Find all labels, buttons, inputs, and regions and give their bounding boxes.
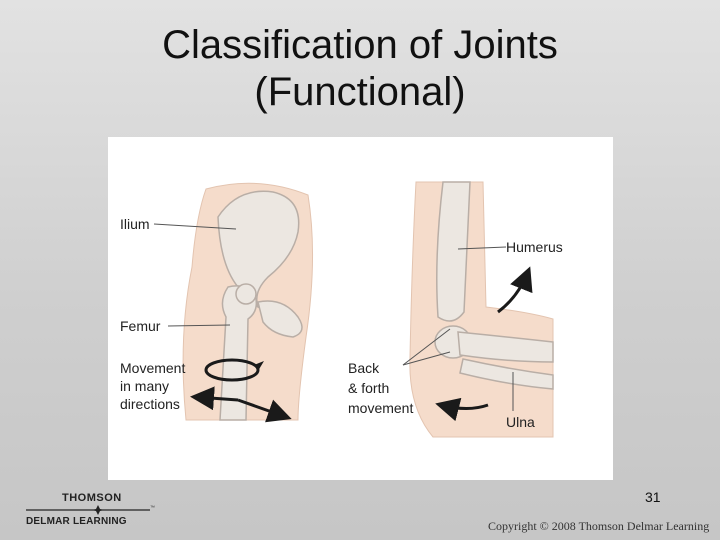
label-ilium: Ilium [120, 216, 150, 232]
radius-bone [459, 358, 554, 390]
title-line-1: Classification of Joints [162, 23, 558, 67]
page-number: 31 [645, 489, 661, 505]
label-back-3: movement [348, 400, 413, 416]
forward-arrow [497, 266, 533, 314]
humerus-bone [436, 181, 471, 322]
backward-arrow [435, 397, 489, 422]
rotation-arrowhead [254, 361, 264, 371]
label-movement-3: directions [120, 396, 180, 412]
label-movement-1: Movement [120, 360, 185, 376]
multi-direction-arrow-right [237, 398, 292, 423]
back-forth-pointer-1 [402, 328, 451, 366]
back-forth-pointer-2 [402, 351, 451, 366]
arm-skin-panel [409, 181, 554, 438]
label-movement-2: in many [120, 378, 169, 394]
label-humerus: Humerus [506, 239, 563, 255]
copyright-notice: Copyright © 2008 Thomson Delmar Learning [488, 519, 710, 533]
logo-star-icon [26, 505, 150, 515]
logo-bottom-text: DELMAR LEARNING [26, 516, 127, 527]
label-ulna: Ulna [506, 414, 535, 430]
thomson-delmar-logo: THOMSON ™ DELMAR LEARNING [26, 492, 166, 532]
logo-top-text: THOMSON [62, 492, 122, 504]
humerus-pointer [457, 246, 507, 250]
joint-illustration-svg: Ilium Femur Movement in many directions … [120, 181, 563, 438]
joint-illustration: Ilium Femur Movement in many directions … [108, 137, 613, 480]
ulna-bone [457, 331, 554, 363]
femur-pointer [167, 324, 231, 327]
title-line-2: (Functional) [254, 70, 466, 114]
label-back-1: Back [348, 360, 380, 376]
multi-direction-arrow-left [190, 386, 239, 411]
pelvis-bone [257, 300, 303, 338]
logo-trademark: ™ [150, 505, 155, 511]
ilium-pointer [153, 223, 237, 230]
label-femur: Femur [120, 318, 161, 334]
slide-title: Classification of Joints (Functional) [60, 22, 660, 116]
label-back-2: & forth [348, 380, 389, 396]
femoral-head [235, 283, 257, 305]
